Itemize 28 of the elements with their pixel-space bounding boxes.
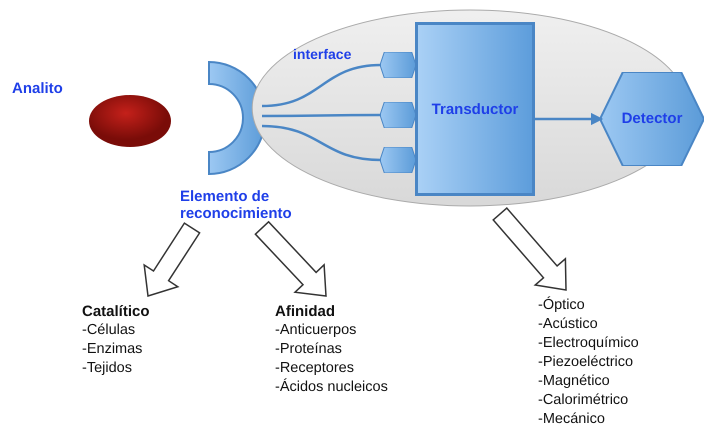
analyte-label: Analito <box>12 80 63 97</box>
connector-line <box>262 64 382 108</box>
list-item: -Proteínas <box>275 340 343 359</box>
list-item: -Receptores <box>275 359 355 378</box>
list-item: -Acústico <box>538 315 599 334</box>
list-item: -Calorimétrico <box>538 391 630 410</box>
list-item: -Células <box>82 321 136 340</box>
list-item: -Mecánico <box>538 410 606 429</box>
category-heading: Catalítico <box>82 302 151 321</box>
list-item: -Tejidos <box>82 359 133 378</box>
list-item: -Anticuerpos <box>275 321 358 340</box>
block-arrow <box>254 220 327 297</box>
transducer-box: Transductor <box>415 22 535 196</box>
recognition-element-label: Elemento de reconocimiento <box>180 188 293 222</box>
interface-label: interface <box>293 46 352 62</box>
category-heading: Afinidad <box>275 302 336 321</box>
connector-line <box>262 124 382 162</box>
list-item: -Piezoeléctrico <box>538 353 634 372</box>
list-item: -Electroquímico <box>538 334 640 353</box>
block-arrow <box>492 207 567 291</box>
list-item: -Enzimas <box>82 340 144 359</box>
block-arrow <box>143 222 201 297</box>
list-item: -Ácidos nucleicos <box>275 378 389 397</box>
connector-line <box>262 114 381 118</box>
list-item: -Magnético <box>538 372 611 391</box>
list-item: -Óptico <box>538 296 586 315</box>
arrow <box>535 112 604 126</box>
detector-label: Detector <box>620 110 684 127</box>
